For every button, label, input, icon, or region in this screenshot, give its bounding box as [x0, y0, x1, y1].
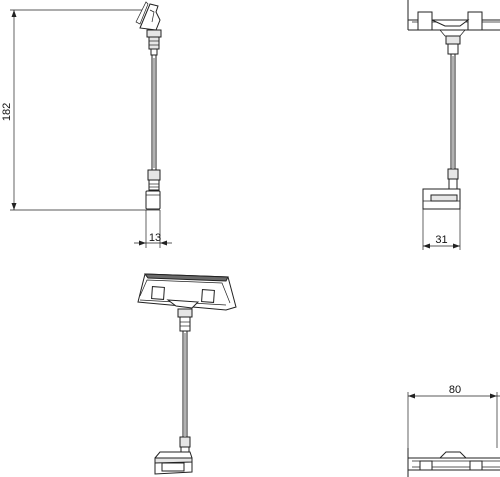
front-view-joint [447, 168, 459, 190]
front-view [407, 0, 500, 210]
isometric-view-base [154, 451, 193, 475]
top-view [407, 448, 500, 477]
height-dimension-label: 182 [1, 103, 13, 121]
side-width-dimension-label: 13 [149, 232, 161, 244]
side-view-base [145, 190, 161, 210]
height-dimension: 182 [1, 9, 160, 211]
side-width-dimension: 13 [134, 210, 172, 248]
top-width-dimension-label: 80 [449, 384, 461, 396]
top-width-dimension: 80 [407, 384, 500, 448]
isometric-view-rod [182, 330, 188, 438]
front-width-dimension: 31 [422, 209, 461, 250]
side-view-rod [151, 54, 157, 171]
front-view-connector [445, 35, 461, 55]
isometric-view [137, 273, 237, 475]
front-view-rod [450, 53, 456, 170]
front-view-base [422, 188, 461, 210]
side-view [135, 1, 162, 210]
isometric-view-rail [137, 273, 237, 311]
front-view-rail [407, 0, 500, 37]
side-view-joint [147, 169, 161, 191]
front-width-dimension-label: 31 [435, 234, 447, 246]
isometric-view-connector [177, 308, 193, 332]
